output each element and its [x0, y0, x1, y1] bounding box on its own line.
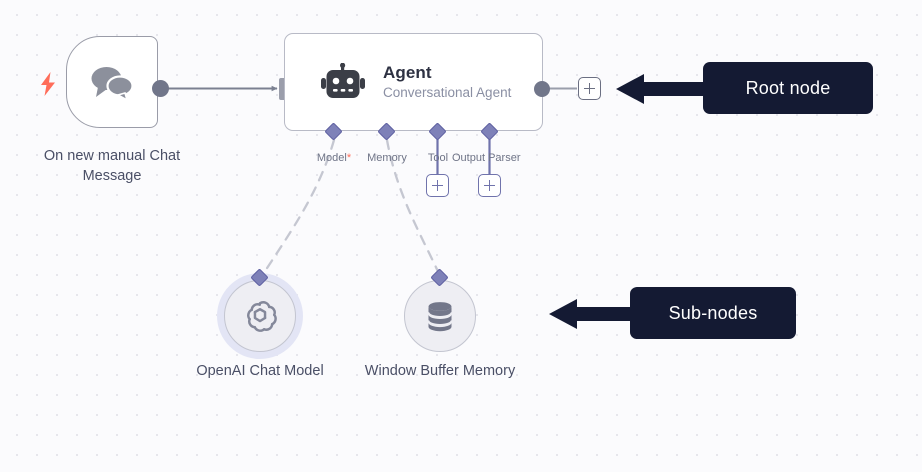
robot-icon: [321, 63, 365, 98]
agent-text-block: Agent Conversational Agent: [383, 63, 511, 102]
database-stack-icon: [427, 302, 453, 332]
endpoint-label-memory: Memory: [367, 152, 407, 164]
agent-output-port[interactable]: [534, 81, 550, 97]
node-caption-window-buffer-memory: Window Buffer Memory: [364, 363, 516, 379]
annotation-root-node-label: Root node: [745, 77, 831, 98]
endpoint-label-tool: Tool: [427, 152, 449, 164]
agent-subtitle: Conversational Agent: [383, 84, 512, 100]
lightning-bolt-icon: [41, 72, 55, 96]
node-caption-chat-trigger: On new manual Chat Message: [43, 148, 181, 184]
node-window-buffer-memory[interactable]: [404, 280, 476, 352]
openai-logo-icon: [247, 301, 277, 332]
annotation-sub-nodes-label: Sub-nodes: [668, 302, 758, 323]
add-node-button-main-output[interactable]: [578, 77, 601, 100]
agent-input-port[interactable]: [279, 78, 288, 100]
agent-title: Agent: [383, 62, 432, 82]
node-agent[interactable]: Agent Conversational Agent: [284, 33, 543, 131]
arrow-left-icon-root: [616, 74, 710, 104]
endpoint-label-model: Model*: [294, 152, 374, 164]
plus-icon-v: [588, 83, 591, 94]
node-chat-trigger[interactable]: [66, 36, 158, 128]
annotation-sub-nodes: Sub-nodes: [630, 287, 796, 339]
endpoint-label-model-text: Model: [316, 152, 347, 164]
chat-bubbles-icon: [91, 67, 134, 100]
node-openai-chat-model[interactable]: [224, 280, 296, 352]
annotation-root-node: Root node: [703, 62, 873, 114]
endpoint-required-marker: *: [346, 152, 352, 164]
node-caption-openai-chat-model: OpenAI Chat Model: [196, 363, 324, 379]
add-tool-button[interactable]: [426, 174, 449, 197]
add-output-parser-button[interactable]: [478, 174, 501, 197]
arrow-left-icon-subnodes: [549, 299, 637, 329]
trigger-output-port[interactable]: [152, 80, 169, 97]
plus-icon-v: [436, 180, 439, 191]
plus-icon-v: [488, 180, 491, 191]
endpoint-label-output-parser: Output Parser: [452, 152, 521, 164]
